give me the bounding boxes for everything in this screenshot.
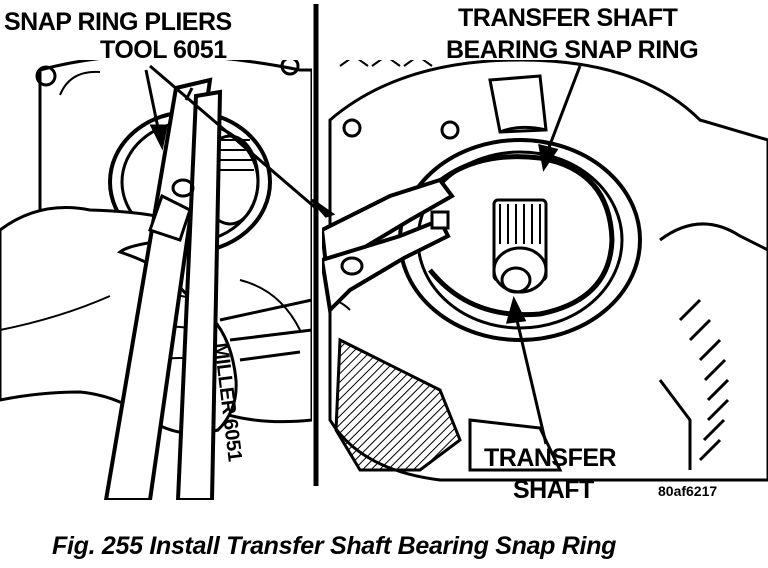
snap-ring	[428, 154, 615, 318]
callout-arrows	[144, 64, 582, 445]
callout-transfer-shaft	[514, 315, 548, 445]
label-shaft: SHAFT	[513, 476, 594, 504]
figure-code: 80af6217	[658, 483, 718, 499]
label-transfer-shaft: TRANSFER SHAFT	[458, 4, 678, 32]
left-panel	[0, 60, 312, 500]
callout-pliers-right	[149, 64, 319, 212]
right-panel	[322, 60, 768, 482]
callout-snap-ring	[546, 65, 582, 151]
callout-pliers-left	[144, 69, 160, 129]
label-transfer: TRANSFER	[484, 444, 617, 472]
pliers-handle-a	[103, 77, 213, 500]
cooling-fins	[339, 60, 433, 67]
label-bearing-snap-ring: BEARING SNAP RING	[446, 36, 699, 64]
bolt-boss	[35, 65, 57, 87]
bolt-boss-right	[342, 118, 362, 138]
pliers-handle-b	[175, 89, 223, 500]
illustration	[0, 4, 768, 500]
figure-caption: Fig. 255 Install Transfer Shaft Bearing …	[52, 532, 617, 560]
label-snap-ring-pliers: SNAP RING PLIERS	[4, 8, 232, 36]
ring-gear	[659, 222, 768, 252]
label-tool-number: TOOL 6051	[100, 36, 227, 64]
